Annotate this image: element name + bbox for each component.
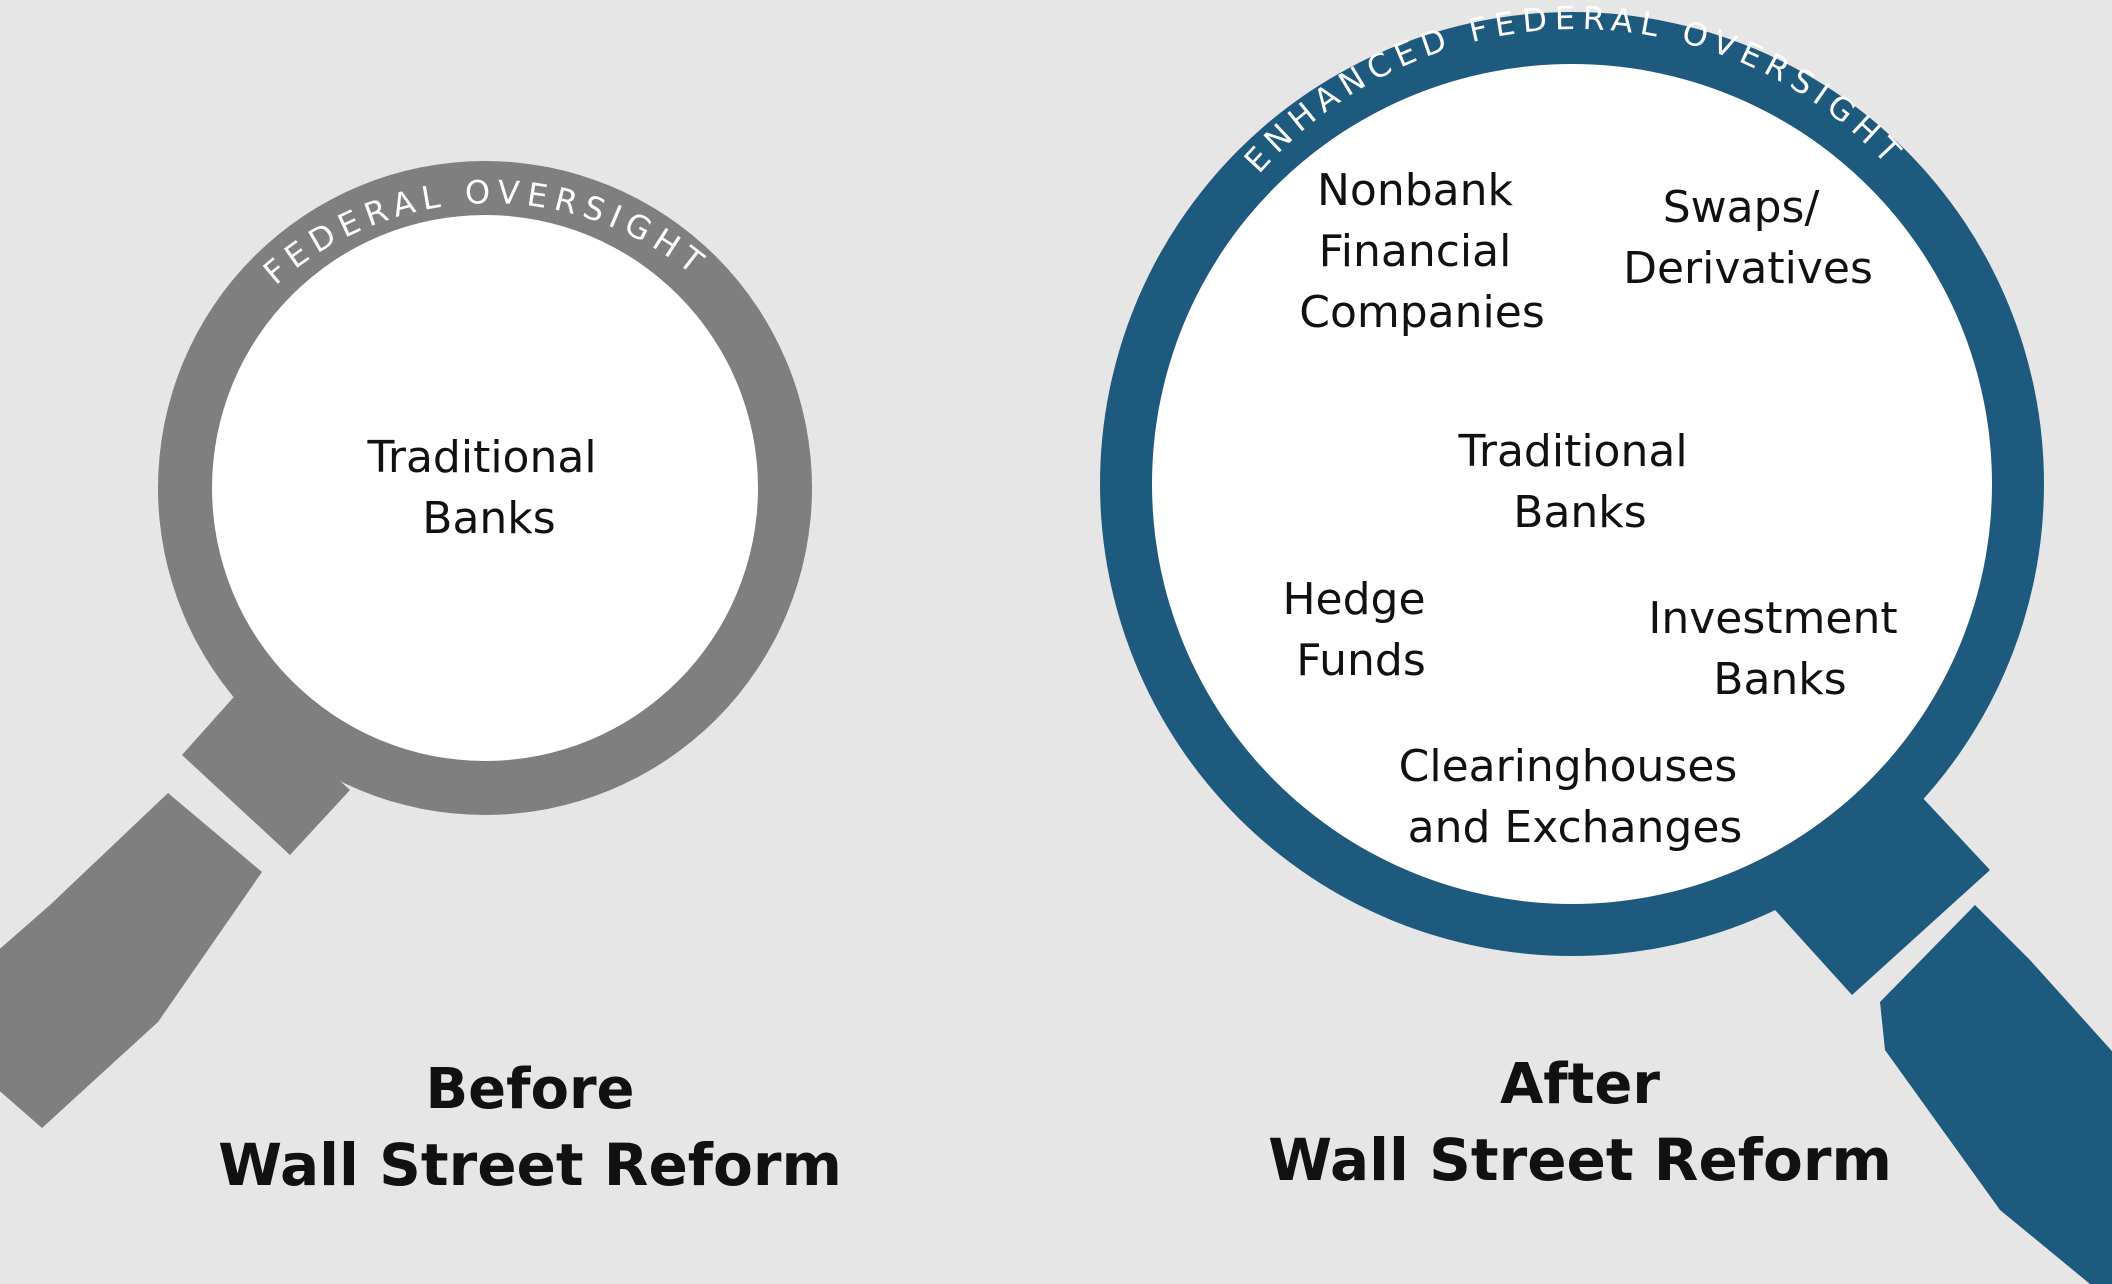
after-lens (1152, 64, 1992, 904)
before-lens (212, 215, 758, 761)
after-magnifier: ENHANCED FEDERAL OVERSIGHT Nonbank Finan… (1100, 0, 2112, 1284)
before-handle-collar (182, 690, 350, 855)
after-item-clearinghouses-exchanges: Clearinghouses and Exchanges (1399, 741, 1752, 853)
before-caption-title: Before (425, 1057, 634, 1122)
after-handle-grip (1880, 905, 2112, 1284)
before-item-line: Banks (422, 493, 555, 544)
after-item-line: Banks (1513, 487, 1646, 538)
after-item-line: Nonbank (1317, 165, 1514, 216)
after-item-hedge-funds: Hedge Funds (1282, 574, 1439, 686)
before-item-traditional-banks: Traditional Banks (366, 432, 610, 544)
after-item-line: Swaps/ (1663, 182, 1820, 233)
after-item-line: Investment (1648, 593, 1897, 644)
after-item-line: Companies (1299, 287, 1545, 338)
after-item-line: Clearinghouses (1399, 741, 1738, 792)
before-caption-subtitle: Wall Street Reform (218, 1131, 842, 1199)
before-handle (0, 690, 350, 1128)
after-item-traditional-banks: Traditional Banks (1457, 426, 1701, 538)
after-item-line: and Exchanges (1408, 802, 1743, 853)
after-item-line: Derivatives (1623, 243, 1873, 294)
before-handle-grip (0, 793, 262, 1128)
after-item-line: Traditional (1457, 426, 1687, 477)
after-item-line: Financial (1319, 226, 1512, 277)
after-item-line: Funds (1296, 635, 1426, 686)
after-item-nonbank-financial-companies: Nonbank Financial Companies (1299, 165, 1545, 338)
before-item-line: Traditional (366, 432, 596, 483)
after-caption-title: After (1500, 1052, 1660, 1117)
after-item-swaps-derivatives: Swaps/ Derivatives (1623, 182, 1873, 294)
after-item-investment-banks: Investment Banks (1648, 593, 1911, 705)
after-handle (1775, 795, 2112, 1284)
before-magnifier: FEDERAL OVERSIGHT Traditional Banks (0, 161, 812, 1128)
after-caption-subtitle: Wall Street Reform (1268, 1126, 1892, 1194)
after-item-line: Banks (1713, 654, 1846, 705)
after-handle-collar (1775, 795, 1990, 995)
after-item-line: Hedge (1282, 574, 1425, 625)
